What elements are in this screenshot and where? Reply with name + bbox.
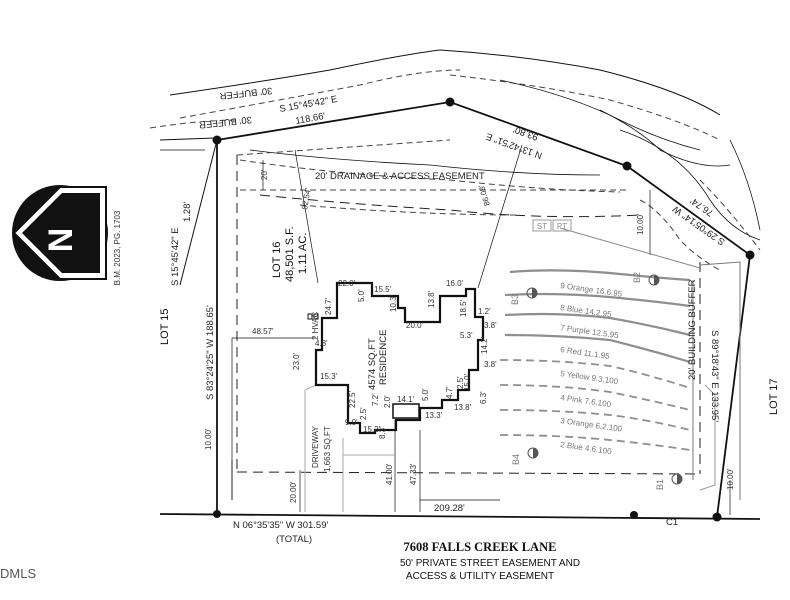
book-reference: B.M. 2023, PG. 1703 [113, 210, 122, 285]
dimension: 209.28' [434, 503, 465, 514]
wall-dimension: 14.1' [397, 395, 415, 404]
wall-dimension: 16.0' [446, 279, 464, 288]
dimension: 48.57' [252, 327, 274, 336]
wall-dimension: 8.3' [378, 426, 387, 439]
bearing-bottom-total: (TOTAL) [276, 534, 312, 545]
wall-dimension: 5.3' [460, 331, 473, 340]
lot-15-label: LOT 15 [159, 309, 171, 346]
wall-dimension: 5.0' [357, 289, 366, 302]
contour-label: 2 Blue 4.6.100 [560, 440, 613, 456]
wall-dimension: 15.3' [320, 372, 338, 381]
wall-dimension: 4.8' [315, 339, 328, 348]
wall-dimension: 9.0' [345, 418, 358, 427]
dimension: 82.54' [300, 187, 313, 210]
wall-dimension: 3.8' [484, 321, 497, 330]
pt-label: PT [557, 222, 567, 231]
watermark: DMLS [0, 566, 36, 581]
st-label: ST [537, 222, 547, 231]
wall-dimension: 10.3' [389, 294, 398, 312]
buffer-label-top: 30' BUFFER [219, 85, 273, 101]
marker-b2: B2 [632, 272, 642, 283]
marker-b4: B4 [511, 454, 521, 465]
wall-dimension: 1.2' [478, 307, 491, 316]
wall-dimension: 2.0' [383, 395, 392, 408]
lot-area-ac: 1.11 AC. [297, 233, 309, 274]
wall-dimension: 2.5' [359, 407, 368, 420]
distance-top-left: 118.66' [295, 111, 327, 127]
wall-dimension: 14.2' [480, 336, 489, 354]
bearing-right-side: S 89°18'43" E 133.95' [709, 330, 720, 422]
dimension: 20.00' [289, 481, 298, 503]
contour-label: 6 Red 11.1.95 [560, 345, 611, 361]
marker-b3: B3 [510, 294, 520, 305]
wall-dimension: 2.5' [456, 376, 465, 389]
north-arrow-icon: N [12, 185, 108, 281]
wall-dimension: 13.8' [427, 290, 436, 308]
curve-label: C1 [666, 517, 678, 528]
wall-dimension: 13.3' [425, 411, 443, 420]
wall-dimension: 7.2' [371, 393, 380, 406]
distance-corner: 1.28' [182, 202, 193, 222]
contour-label: 3 Orange 6.2.100 [560, 416, 623, 434]
wall-dimension: 15.2' [363, 425, 381, 434]
residence-label: RESIDENCE [378, 330, 389, 385]
st-pt-tags: ST PT [532, 219, 572, 232]
contour-label: 8 Blue 14.2.95 [560, 303, 613, 319]
buffer-label-top-2: 30' BUFFER [198, 114, 252, 130]
residence-footprint [314, 281, 485, 435]
wall-dimension: 22.5' [348, 390, 357, 408]
contour-label: 5 Yellow 9.3.100 [560, 369, 620, 386]
dimension: 20' [260, 169, 269, 180]
north-arrow-letter: N [42, 228, 80, 253]
setback-lines [231, 139, 741, 515]
bearing-top-left: S 15°45'42" E [279, 94, 339, 115]
dimension: 10.00' [636, 213, 645, 235]
residence-area: 4574 SQ.FT [367, 338, 378, 390]
wall-dimension: 6.3' [479, 391, 488, 404]
marker-b1: B1 [655, 479, 665, 490]
lot-number: LOT 16 [271, 242, 283, 279]
lot-17-label: LOT 17 [768, 379, 780, 416]
driveway-area-label: 1,663 SQ.FT [323, 426, 332, 472]
wall-dimension: 13.8' [454, 403, 472, 412]
driveway-label: DRIVEWAY [311, 426, 320, 468]
bearing-bottom: N 06°35'35" W 301.59' [233, 520, 328, 531]
wall-dimension: 3.8' [484, 360, 497, 369]
hvac-label: 2 HVAC [311, 311, 320, 340]
dimension: 86.08' [477, 183, 492, 207]
dimension: 10.00' [726, 468, 735, 490]
distance-top-right: 93.80' [512, 123, 540, 142]
drainage-easement-label: 20' DRAINAGE & ACCESS EASEMENT [315, 171, 485, 182]
plan-title: 7608 FALLS CREEK LANE [404, 540, 557, 554]
building-buffer-label: 20' BUILDING BUFFER [687, 279, 698, 380]
wall-dimension: 20.0' [406, 321, 424, 330]
dimension: 41.00' [385, 463, 394, 485]
driveway-area [304, 384, 395, 512]
wall-dimension: 24.7' [324, 297, 333, 315]
dimension: 47.33' [409, 463, 418, 485]
bearing-corner: S 15°45'42" E [170, 227, 181, 286]
contour-label: 4 Pink 7.6.100 [560, 393, 612, 409]
bearing-left-side: S 83°24'25" W 188.65' [205, 305, 216, 400]
lot-area-sf: 48,501 S.F. [284, 226, 296, 282]
wall-dimension: 5.0' [421, 388, 430, 401]
terrain-lines [149, 49, 761, 271]
wall-dimension: 18.5' [459, 299, 468, 317]
boring-markers [526, 274, 683, 485]
wall-dimension: 4.7' [445, 386, 454, 399]
wall-dimension: 15.5' [374, 285, 392, 294]
wall-dimension: 23.0' [292, 352, 301, 370]
wall-dimension: 15.0' [463, 373, 472, 391]
wall-dimension: 22.0' [338, 279, 356, 288]
lot-boundary [159, 97, 761, 522]
dimension: 10.00' [204, 428, 213, 450]
plan-subtitle-line-2: ACCESS & UTILITY EASEMENT [406, 571, 554, 582]
plan-subtitle-line-1: 50' PRIVATE STREET EASEMENT AND [400, 558, 580, 569]
